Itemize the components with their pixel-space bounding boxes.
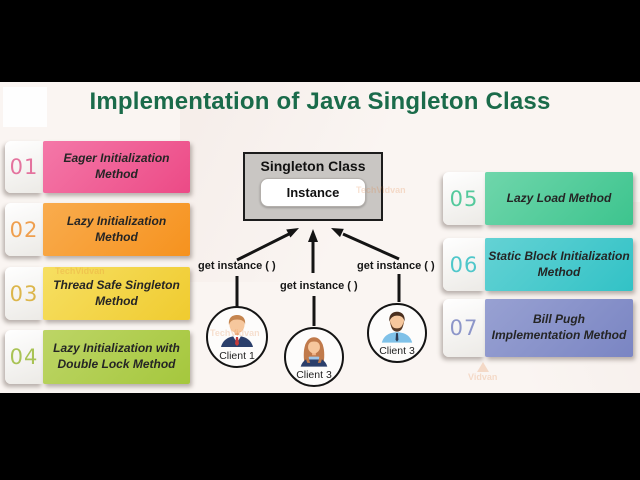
method-number: 06: [449, 252, 479, 277]
page-title: Implementation of Java Singleton Class: [89, 88, 551, 115]
client-circle-1: Client 1: [206, 306, 268, 368]
method-label: Static Block Initialization Method: [488, 248, 630, 279]
title-highlight-box: [3, 87, 47, 127]
method-label: Thread Safe Singleton Method: [53, 277, 180, 308]
method-number: 03: [9, 281, 39, 306]
diagram-canvas: Implementation of Java Singleton Class 0…: [0, 82, 640, 393]
client-label: Client 3: [296, 369, 332, 381]
method-number-tab: 03: [5, 267, 43, 320]
method-item-06: 06 Static Block Initialization Method: [443, 238, 633, 291]
method-item-05: 05 Lazy Load Method: [443, 172, 633, 225]
watermark-logo: Vidvan: [468, 362, 497, 382]
method-number: 02: [9, 217, 39, 242]
method-label: Lazy Initialization with Double Lock Met…: [53, 341, 180, 371]
get-instance-label-middle: get instance ( ): [280, 280, 358, 292]
method-card: Lazy Initialization Method: [43, 203, 190, 256]
client-avatar-icon: [381, 311, 413, 343]
singleton-class-title: Singleton Class: [260, 158, 366, 174]
method-number: 01: [9, 155, 39, 179]
method-label: Bill Pugh Implementation Method: [491, 312, 627, 342]
singleton-class-box: Singleton Class Instance: [243, 152, 383, 221]
method-number: 04: [9, 345, 39, 369]
method-card: Thread Safe Singleton Method: [43, 267, 190, 320]
method-item-04: 04 Lazy Initialization with Double Lock …: [5, 330, 190, 384]
client-avatar-icon: [300, 337, 328, 367]
method-number-tab: 04: [5, 330, 43, 384]
watermark-text: Vidvan: [468, 372, 498, 382]
method-item-03: 03 Thread Safe Singleton Method: [5, 267, 190, 320]
client-label: Client 1: [219, 350, 255, 362]
method-card: Bill Pugh Implementation Method: [485, 299, 633, 357]
method-item-01: 01 Eager Initialization Method: [5, 141, 190, 193]
background-facet: [380, 202, 640, 393]
method-number: 07: [449, 316, 479, 340]
method-number-tab: 06: [443, 238, 485, 291]
method-label: Eager Initialization Method: [63, 151, 170, 181]
method-number-tab: 07: [443, 299, 485, 357]
method-card: Eager Initialization Method: [43, 141, 190, 193]
client-avatar-icon: [221, 315, 253, 347]
method-card: Static Block Initialization Method: [485, 238, 633, 291]
method-card: Lazy Load Method: [485, 172, 633, 225]
method-card: Lazy Initialization with Double Lock Met…: [43, 330, 190, 384]
watermark-flame-icon: [476, 362, 489, 372]
method-number-tab: 02: [5, 203, 43, 256]
instance-label: Instance: [286, 185, 340, 200]
get-instance-label-left: get instance ( ): [198, 260, 276, 272]
method-item-02: 02 Lazy Initialization Method: [5, 203, 190, 256]
instance-badge: Instance: [260, 178, 366, 207]
method-label: Lazy Load Method: [506, 190, 612, 205]
client-label: Client 3: [379, 345, 415, 357]
get-instance-label-right: get instance ( ): [357, 260, 435, 272]
method-label: Lazy Initialization Method: [66, 213, 167, 244]
client-circle-3: Client 3: [367, 303, 427, 363]
method-item-07: 07 Bill Pugh Implementation Method: [443, 299, 633, 357]
letterbox-top: [0, 0, 640, 82]
method-number-tab: 01: [5, 141, 43, 193]
arrow-middle: [308, 229, 318, 326]
method-number: 05: [449, 186, 479, 211]
client-circle-2: Client 3: [284, 327, 344, 387]
method-number-tab: 05: [443, 172, 485, 225]
letterbox-bottom: [0, 393, 640, 480]
